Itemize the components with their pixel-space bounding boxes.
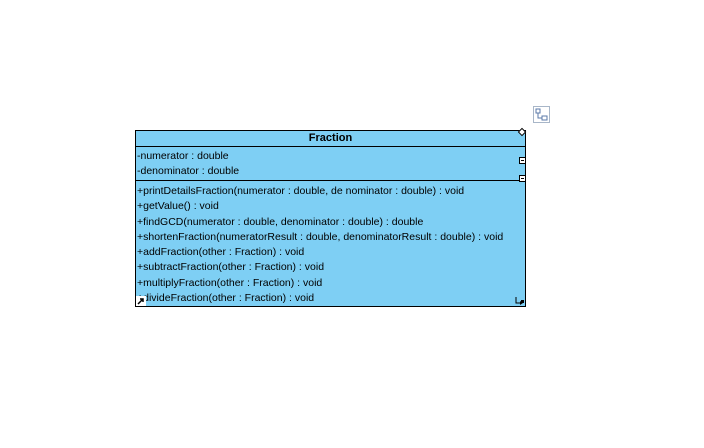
operation-item[interactable]: +multiplyFraction(other : Fraction) : vo… <box>137 276 323 289</box>
collapse-icon[interactable] <box>519 175 526 182</box>
operation-item[interactable]: +getValue() : void <box>137 200 219 213</box>
collapse-icon[interactable] <box>519 157 526 164</box>
operation-item[interactable]: +findGCD(numerator : double, denominator… <box>137 215 424 228</box>
resize-icon[interactable] <box>515 296 525 306</box>
attribute-item[interactable]: -denominator : double <box>137 165 240 178</box>
attributes-compartment[interactable]: -numerator : double -denominator : doubl… <box>136 147 526 181</box>
operation-item[interactable]: +divideFraction(other : Fraction) : void <box>137 292 315 305</box>
operation-item[interactable]: +addFraction(other : Fraction) : void <box>137 246 305 259</box>
class-name[interactable]: Fraction <box>136 131 525 147</box>
operation-item[interactable]: +shortenFraction(numeratorResult : doubl… <box>137 230 504 243</box>
resource-catalog-icon[interactable] <box>533 106 550 123</box>
attribute-item[interactable]: -numerator : double <box>137 150 229 162</box>
link-arrow-icon[interactable] <box>136 296 146 306</box>
operation-item[interactable]: +printDetailsFraction(numerator : double… <box>137 185 465 197</box>
operation-item[interactable]: +subtractFraction(other : Fraction) : vo… <box>137 261 325 274</box>
operations-compartment[interactable]: +printDetailsFraction(numerator : double… <box>136 181 525 306</box>
class-fraction[interactable]: Fraction -numerator : double -denominato… <box>135 127 527 307</box>
